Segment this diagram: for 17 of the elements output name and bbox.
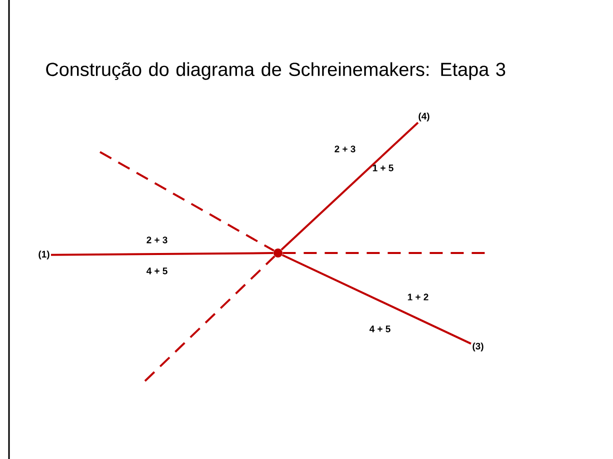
end-label: (4) <box>418 112 430 122</box>
dashed-line <box>100 151 274 252</box>
phase-line <box>280 122 419 251</box>
reaction-label: 4 + 5 <box>146 268 168 274</box>
phase-line <box>282 254 472 345</box>
end-label: (1) <box>38 250 50 260</box>
dashed-line <box>144 256 276 382</box>
phase-line <box>50 252 274 256</box>
title: Construção do diagrama de Schreinemakers: Etapa 3 <box>46 62 506 80</box>
reaction-label: 4 + 5 <box>370 326 390 332</box>
invariant-point <box>274 248 282 258</box>
dashed-line <box>282 252 486 254</box>
end-label: (3) <box>472 342 484 352</box>
reaction-label: 1 + 5 <box>372 164 394 172</box>
reaction-label: 2 + 3 <box>334 146 356 152</box>
reaction-label: 1 + 2 <box>408 294 428 300</box>
reaction-label: 2 + 3 <box>146 236 168 244</box>
